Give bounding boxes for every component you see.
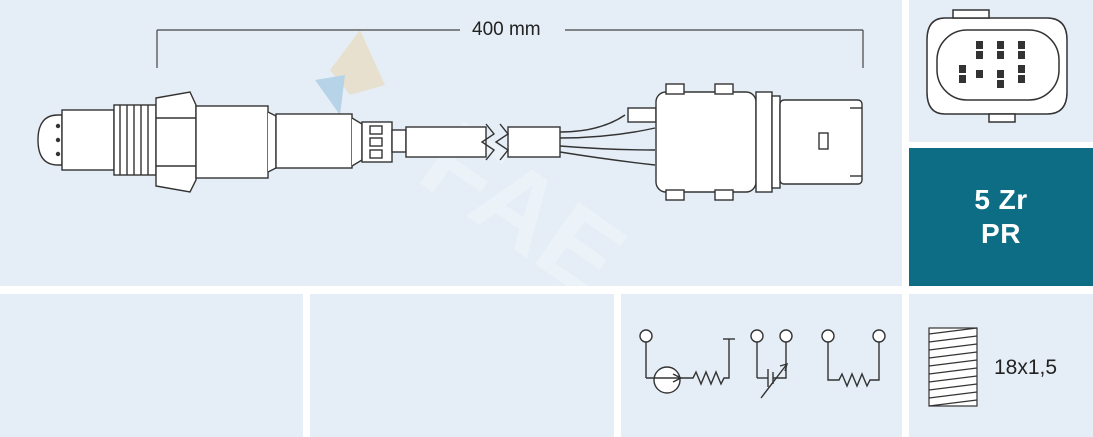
sensor-cable <box>405 107 657 166</box>
empty-panel-2 <box>310 294 614 437</box>
connector-view-panel <box>909 0 1093 142</box>
thread-info-panel <box>909 294 1093 437</box>
oxygen-sensor-drawing: FAE <box>37 29 864 201</box>
badge-line-2: PR <box>981 218 1021 249</box>
thread-icon <box>928 327 978 407</box>
wiring-schematic-panel <box>621 294 902 437</box>
thread-size-label: 18x1,5 <box>994 356 1058 379</box>
sensor-type-badge: 5 Zr PR <box>909 148 1093 286</box>
connector-face-drawing <box>926 9 1068 123</box>
wiring-schematic-diagram <box>639 329 886 399</box>
badge-line-1: 5 Zr <box>974 184 1028 215</box>
empty-panel-1 <box>0 294 303 437</box>
fae-watermark-logo: FAE <box>315 30 646 322</box>
cable-length-label: 400 mm <box>472 19 541 40</box>
dimension-line <box>156 29 864 68</box>
product-drawing-panel: FAE <box>0 0 902 286</box>
sensor-connector <box>655 83 863 201</box>
sensor-probe <box>37 91 407 193</box>
